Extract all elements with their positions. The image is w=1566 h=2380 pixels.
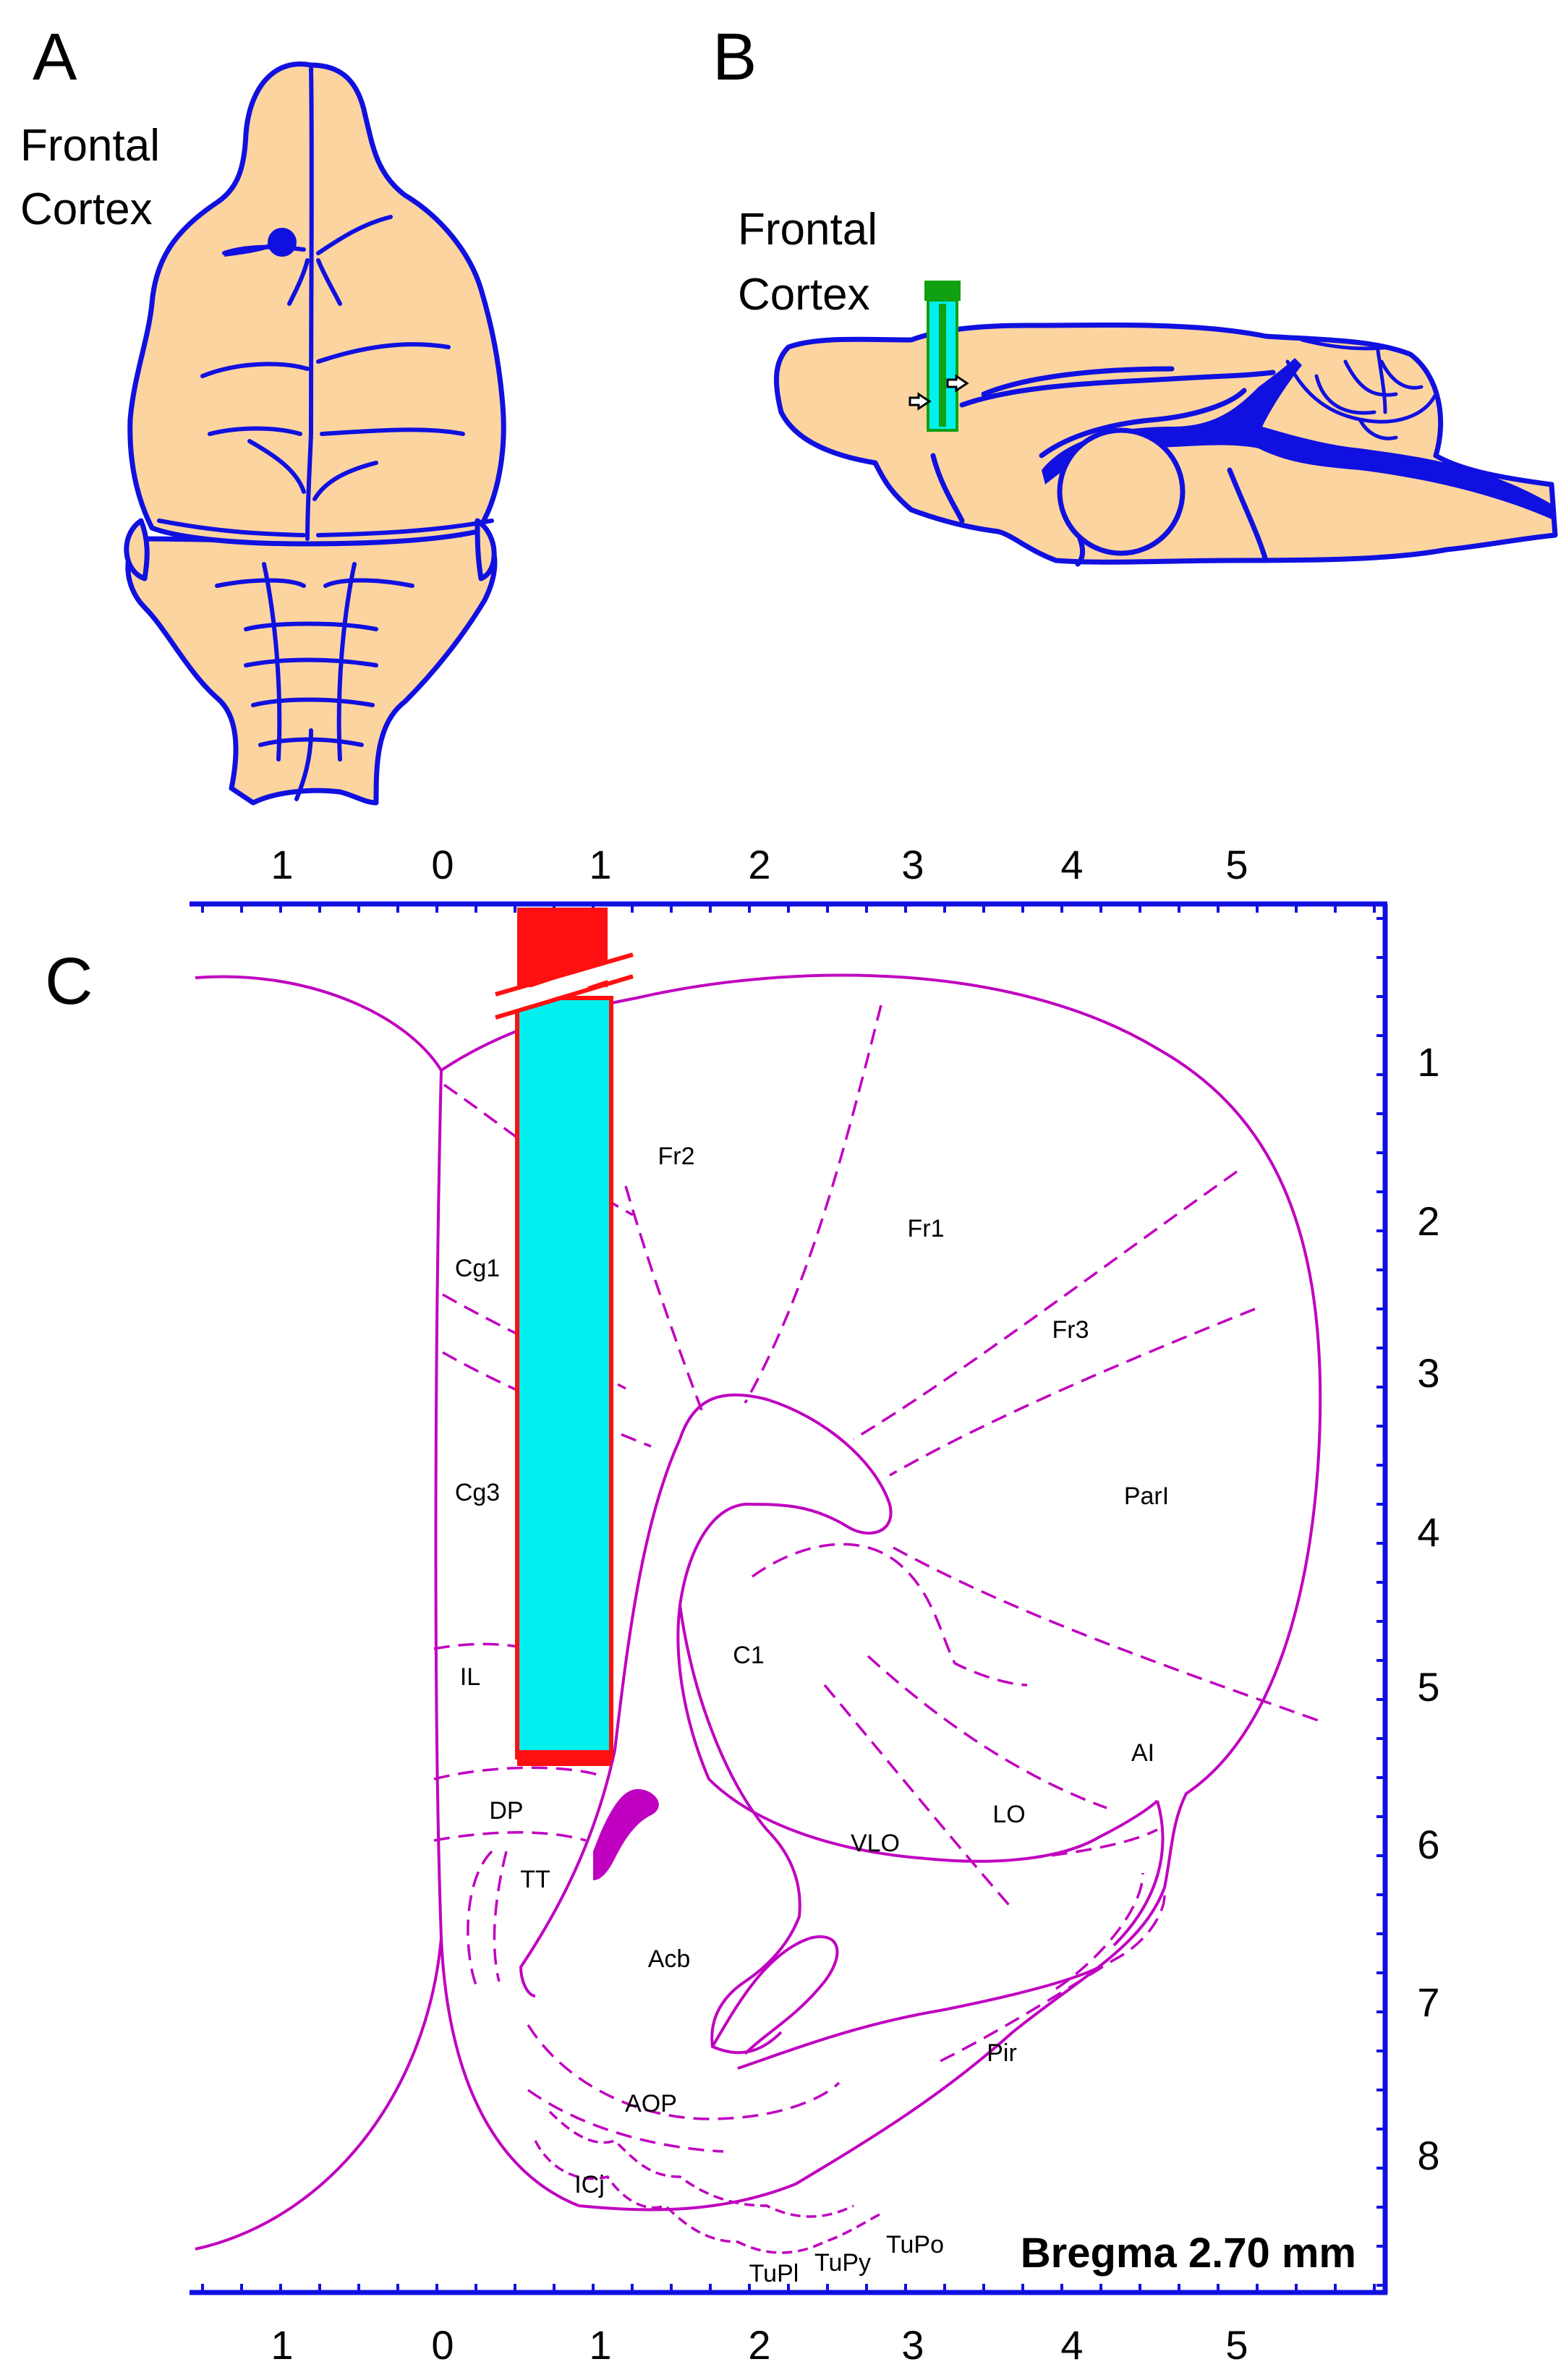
right-tick-label: 8 [1417, 2133, 1439, 2178]
top-tick-label: 5 [1225, 842, 1248, 887]
probe-b-arrow-left [908, 392, 932, 411]
probe-c-shaft [515, 996, 613, 1760]
dorsal-cerebellum [125, 529, 498, 806]
sagittal-internal-lines [930, 366, 1276, 567]
probe-b-cap [924, 281, 961, 301]
top-tick-label: 2 [748, 842, 770, 887]
panel-b: B Frontal Cortex [712, 20, 1558, 567]
dorsal-sulci [157, 67, 494, 801]
right-tick-label: 7 [1417, 1979, 1439, 2025]
panel-b-label-line1: Frontal [738, 205, 877, 255]
bottom-tick-label: 1 [271, 2322, 293, 2368]
right-tick-label: 2 [1417, 1198, 1439, 1244]
atlas-frame-minor-ticks [201, 904, 1385, 2292]
bottom-tick-label: 5 [1225, 2322, 1248, 2368]
top-tick-label: 3 [901, 842, 924, 887]
panel-a-label-line2: Cortex [20, 184, 153, 234]
panel-b-letter: B [712, 20, 757, 94]
right-tick-label: 5 [1417, 1664, 1439, 1710]
bottom-tick-labels: 1 0 1 2 3 4 5 [271, 2322, 1248, 2368]
top-tick-labels: 1 0 1 2 3 4 5 [271, 842, 1248, 887]
region-label-fr2: Fr2 [658, 1143, 695, 1170]
dorsal-lobe-right [475, 518, 497, 581]
panel-c: C 1 0 1 2 3 4 5 1 0 1 2 3 4 5 1 [45, 842, 1440, 2368]
top-tick-label: 0 [431, 842, 454, 887]
region-label-aop: AOP [625, 2090, 677, 2117]
sagittal-cerebellum-folia [1285, 338, 1438, 440]
right-tick-labels: 1 2 3 4 5 6 7 8 [1417, 1039, 1439, 2178]
region-label-pir: Pir [987, 2039, 1017, 2067]
region-label-cg1: Cg1 [455, 1255, 500, 1282]
probe-c-break-line-bottom [495, 974, 634, 1020]
region-label-dp: DP [489, 1797, 523, 1825]
region-label-fr3: Fr3 [1052, 1316, 1089, 1344]
region-label-vlo: VLO [851, 1830, 900, 1857]
right-tick-label: 3 [1417, 1350, 1439, 1396]
panel-b-label-line2: Cortex [738, 270, 870, 320]
atlas-left-hemisphere-edge [195, 975, 443, 2251]
atlas-frame [190, 901, 1388, 2295]
injection-site-dot [268, 228, 297, 257]
atlas-aop-outline [737, 1966, 1100, 2070]
bottom-tick-label: 2 [748, 2322, 770, 2368]
bottom-tick-label: 1 [589, 2322, 611, 2368]
atlas-acb-lobe [711, 1935, 839, 2055]
probe-c-break-line-top [495, 952, 634, 997]
region-label-tupo: TuPo [886, 2231, 944, 2259]
region-label-icj: ICj [574, 2171, 605, 2198]
region-label-c1: C1 [733, 1642, 764, 1669]
probe-b [908, 281, 969, 432]
panel-c-letter: C [45, 944, 93, 1018]
region-label-ai: AI [1131, 1739, 1154, 1767]
atlas-acb-outline [678, 1605, 801, 2055]
right-tick-label: 1 [1417, 1039, 1439, 1085]
region-label-cg3: Cg3 [455, 1479, 500, 1506]
bregma-label: Bregma 2.70 mm [1021, 2230, 1356, 2277]
probe-c-break-mark [499, 955, 629, 1016]
atlas-lesion-marker [593, 1788, 659, 1880]
atlas-striatum-boundary [519, 1438, 681, 1997]
bottom-tick-label: 0 [431, 2322, 454, 2368]
top-tick-label: 1 [589, 842, 611, 887]
injection-site-line [224, 244, 271, 257]
panel-a-letter: A [33, 20, 77, 94]
probe-b-arrow-right [946, 374, 969, 393]
top-tick-label: 4 [1060, 842, 1083, 887]
panel-a-label-line1: Frontal [20, 121, 160, 171]
top-tick-label: 1 [271, 842, 293, 887]
right-tick-label: 6 [1417, 1822, 1439, 1867]
bottom-tick-label: 4 [1060, 2322, 1083, 2368]
bottom-tick-label: 3 [901, 2322, 924, 2368]
probe-c [495, 908, 634, 1766]
dorsal-cerebrum [127, 61, 506, 547]
region-label-tt: TT [520, 1866, 550, 1893]
dorsal-lobe-left [124, 518, 150, 581]
atlas-islands-of-calleja [534, 2110, 883, 2254]
region-label-acb: Acb [648, 1945, 691, 1973]
region-label-il: IL [460, 1663, 480, 1691]
panel-a: A Frontal Cortex [20, 20, 506, 806]
region-label-pari: ParI [1124, 1483, 1169, 1510]
atlas-cortex-inner-boundary [676, 1393, 1159, 1863]
probe-c-tip [517, 1750, 611, 1766]
region-label-fr1: Fr1 [908, 1215, 945, 1242]
atlas-dashed-boundaries [433, 1005, 1321, 2153]
region-label-tupl: TuPl [749, 2260, 799, 2287]
atlas-region-labels: Fr2 Fr1 Fr3 Cg1 Cg3 ParI IL C1 AI DP LO … [455, 1143, 1169, 2287]
right-tick-label: 4 [1417, 1509, 1439, 1555]
dorsal-brain-drawing [124, 61, 506, 806]
atlas-outlines [195, 973, 1322, 2251]
sagittal-thalamus [1057, 427, 1186, 556]
sagittal-ventricle [1042, 358, 1555, 521]
atlas-right-hemisphere-outline [440, 973, 1322, 2211]
atlas-cortex-base [1112, 1800, 1165, 1947]
region-label-tupy: TuPy [814, 2249, 871, 2277]
probe-b-core [939, 304, 946, 427]
region-label-lo: LO [992, 1801, 1025, 1828]
